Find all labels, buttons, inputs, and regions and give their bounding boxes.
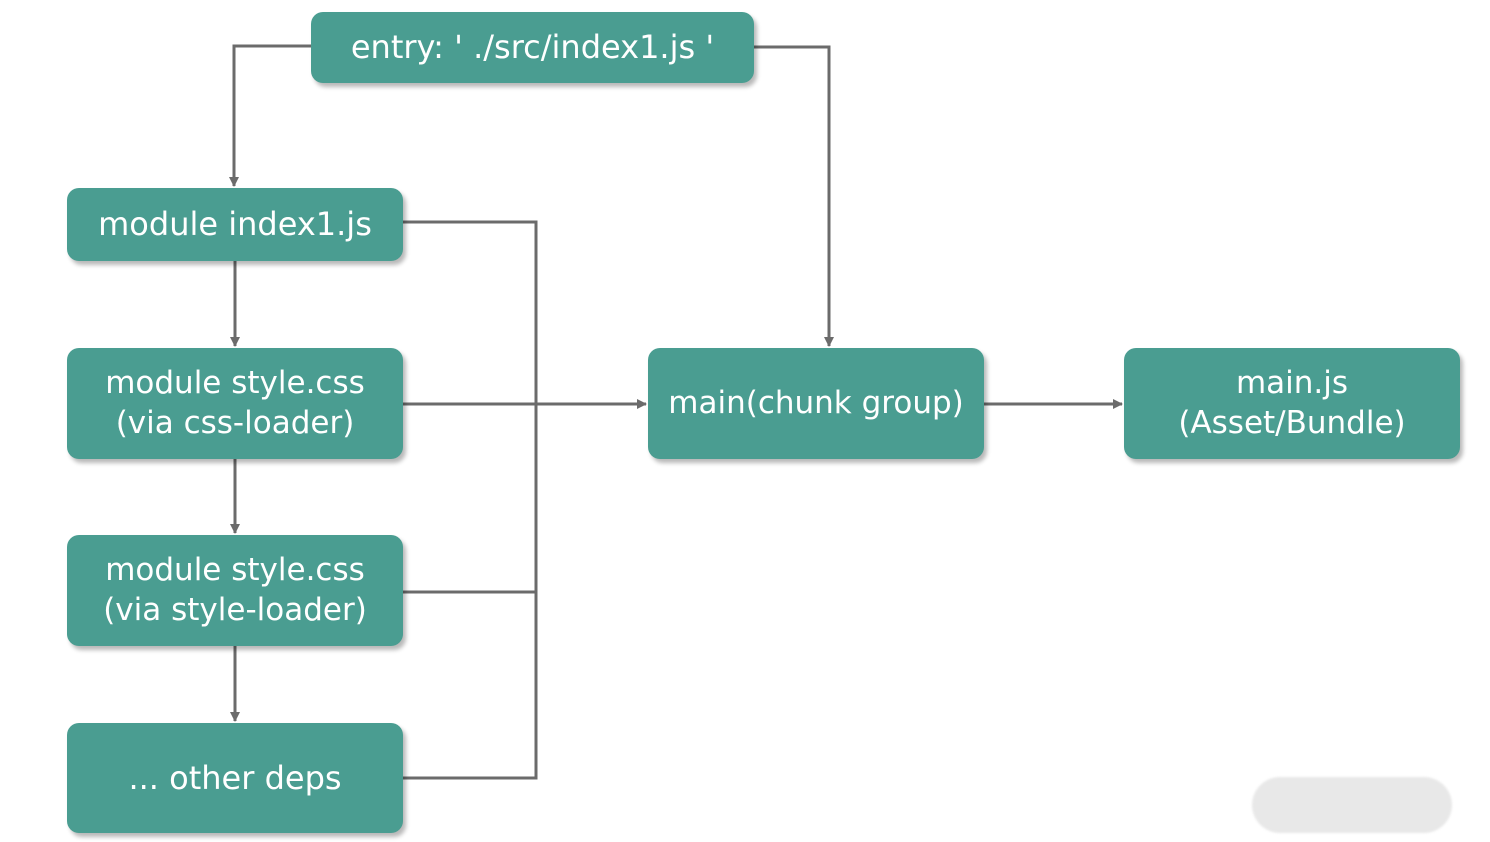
connector-entry-to-chunk: [754, 45, 834, 347]
bundle-label-1: main.js: [1235, 364, 1349, 401]
module-style-css-loader-label-1: module style.css: [105, 364, 365, 401]
entry-node: entry: ' ./src/index1.js ': [311, 12, 754, 83]
module-style-style-loader-label-1: module style.css: [105, 551, 365, 588]
connector-index1-bus: [403, 220, 538, 780]
other-deps-label: ... other deps: [128, 758, 342, 797]
bundle-label-2: (Asset/Bundle): [1178, 404, 1406, 441]
chunk-group-node: main(chunk group): [648, 348, 984, 459]
module-style-css-loader-node: module style.css (via css-loader): [67, 348, 403, 459]
module-index1-node: module index1.js: [67, 188, 403, 261]
connector-entry-to-index1: [229, 44, 311, 187]
module-style-css-loader-label-2: (via css-loader): [115, 404, 355, 441]
module-style-style-loader-label-2: (via style-loader): [103, 591, 367, 628]
module-style-style-loader-node: module style.css (via style-loader): [67, 535, 403, 646]
other-deps-node: ... other deps: [67, 723, 403, 833]
chunk-group-label: main(chunk group): [668, 384, 964, 421]
bundle-node: main.js (Asset/Bundle): [1124, 348, 1460, 459]
entry-label: entry: ' ./src/index1.js ': [350, 28, 715, 67]
module-index1-label: module index1.js: [98, 205, 372, 244]
blurred-watermark: [1252, 777, 1452, 833]
